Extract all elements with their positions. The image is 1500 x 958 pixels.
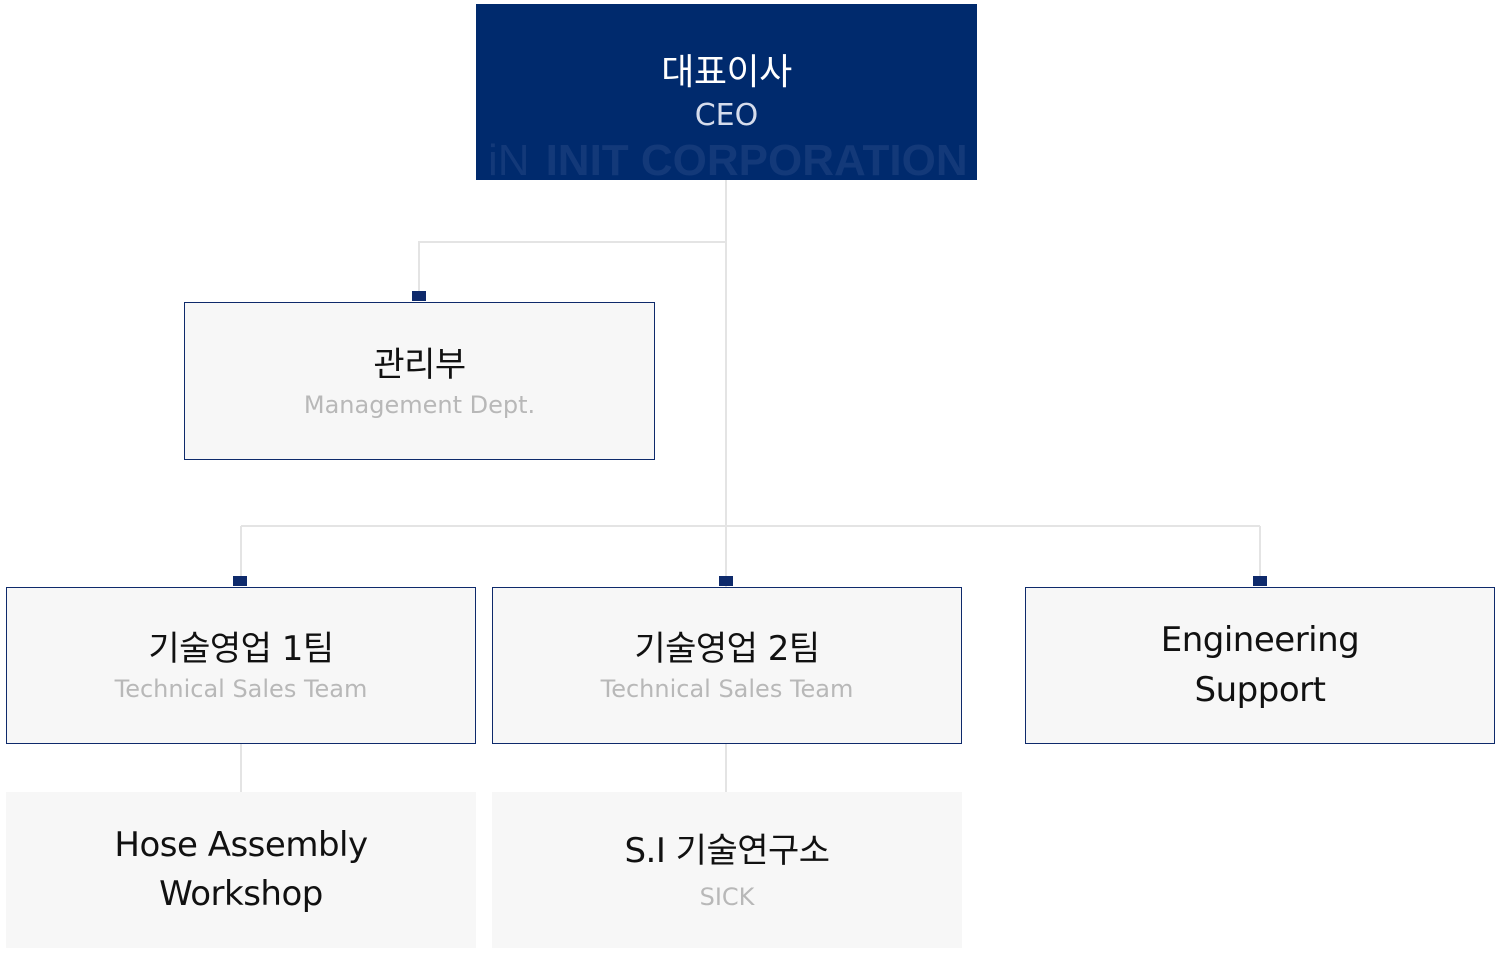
si-title: S.I 기술연구소	[624, 830, 830, 871]
engineering-box: Engineering Support	[1025, 587, 1495, 744]
hose-box: Hose Assembly Workshop	[6, 792, 476, 948]
ceo-title: 대표이사	[661, 51, 792, 93]
company-watermark: iN INIT CORPORATION	[488, 136, 968, 180]
si-box: S.I 기술연구소 SICK	[492, 792, 962, 948]
engineering-marker	[1253, 576, 1267, 586]
sales2-title: 기술영업 2팀	[634, 629, 820, 669]
management-title: 관리부	[373, 344, 466, 385]
management-box: 관리부 Management Dept.	[184, 302, 655, 460]
sales2-marker	[719, 576, 733, 586]
company-watermark-text: INIT CORPORATION	[545, 136, 968, 180]
sales1-marker	[233, 576, 247, 586]
sales1-subtitle: Technical Sales Team	[114, 675, 368, 704]
hose-title-line1: Hose Assembly	[114, 824, 368, 865]
company-logo-mark: iN	[488, 136, 530, 180]
management-subtitle: Management Dept.	[303, 390, 536, 419]
si-subtitle: SICK	[699, 882, 755, 911]
sales2-box: 기술영업 2팀 Technical Sales Team	[492, 587, 962, 744]
management-marker	[412, 291, 426, 301]
hose-title-line2: Workshop	[159, 874, 323, 914]
connector-management	[418, 241, 726, 296]
sales2-subtitle: Technical Sales Team	[600, 675, 854, 704]
sales1-title: 기술영업 1팀	[148, 629, 334, 669]
sales1-box: 기술영업 1팀 Technical Sales Team	[6, 587, 476, 744]
engineering-title-line1: Engineering	[1160, 620, 1360, 661]
ceo-subtitle: CEO	[694, 98, 759, 134]
engineering-title-line2: Support	[1194, 669, 1326, 710]
ceo-box: 대표이사 CEO iN INIT CORPORATION	[476, 4, 977, 180]
